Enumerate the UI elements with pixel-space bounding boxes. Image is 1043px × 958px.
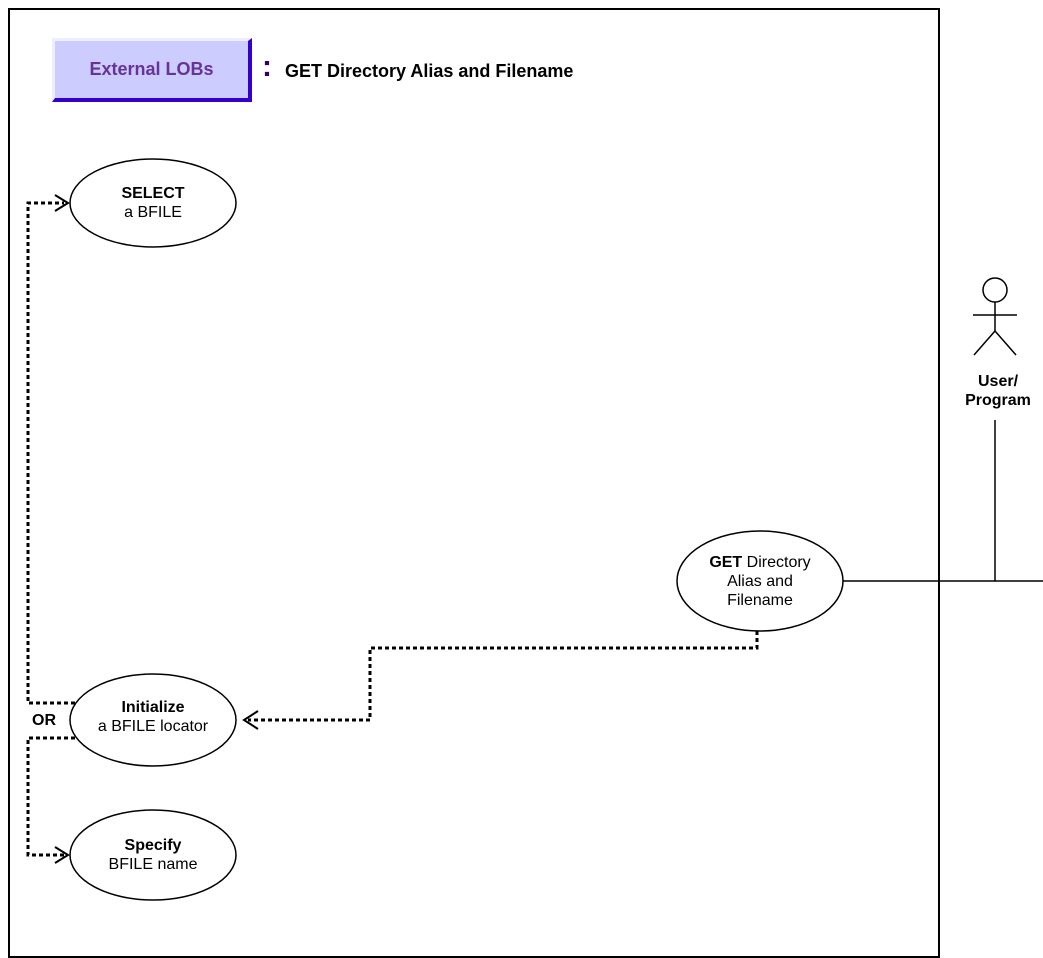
initialize-use-case: Initialize a BFILE locator (78, 698, 228, 736)
select-use-case-ellipse (69, 158, 237, 248)
diagram-title: GET Directory Alias and Filename (285, 61, 574, 81)
title-separator: : (262, 50, 272, 83)
get-to-initialize-connector (248, 631, 759, 722)
or-label: OR (32, 712, 56, 729)
initialize-arrowhead (242, 710, 259, 730)
get-text-1: Directory (746, 554, 811, 571)
select-keyword: SELECT (121, 185, 185, 202)
actor-label-line-2: Program (965, 392, 1031, 409)
specify-keyword: Specify (124, 837, 182, 854)
category-box: External LOBs (52, 38, 252, 102)
select-text: a BFILE (124, 204, 182, 221)
initialize-text: a BFILE locator (97, 718, 209, 735)
get-text-3: Filename (727, 592, 793, 609)
specify-use-case: Specify BFILE name (88, 836, 218, 874)
get-use-case: GET Directory Alias and Filename (690, 553, 830, 610)
get-text-2: Alias and (727, 573, 793, 590)
actor-icon (973, 277, 1017, 356)
specify-use-case-ellipse (69, 809, 237, 901)
initialize-to-specify-connector (26, 736, 75, 857)
initialize-to-select-connector (26, 201, 75, 705)
actor-label-line-1: User/ (977, 373, 1019, 390)
actor-association-line (843, 420, 996, 582)
get-keyword: GET (709, 554, 743, 571)
specify-text: BFILE name (108, 856, 198, 873)
actor-label: User/ Program (958, 372, 1038, 410)
specify-arrowhead (54, 846, 70, 864)
category-label: External LOBs (89, 59, 214, 79)
select-arrowhead (54, 194, 70, 212)
select-use-case: SELECT a BFILE (93, 184, 213, 222)
initialize-keyword: Initialize (121, 699, 185, 716)
initialize-use-case-ellipse (69, 673, 237, 767)
